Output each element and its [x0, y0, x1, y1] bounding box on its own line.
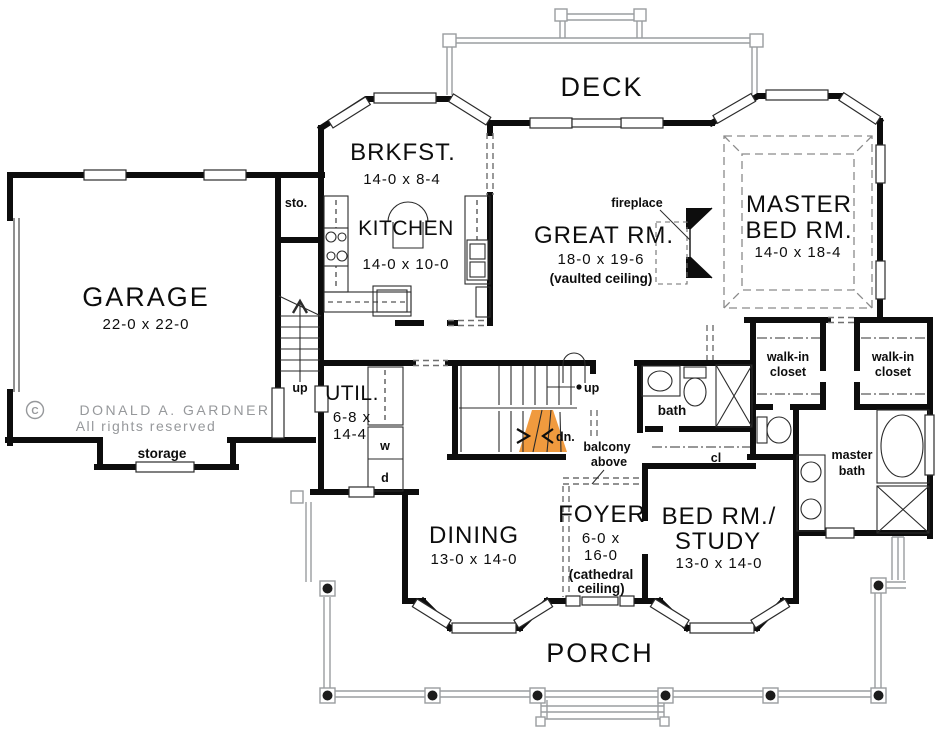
label-deck: DECK: [560, 72, 643, 102]
bath-vanity: [641, 365, 681, 397]
util-entry-door: [314, 385, 329, 413]
stove: [323, 227, 349, 267]
dashed-openings: [413, 133, 857, 597]
label-cl: cl: [711, 451, 721, 465]
label-fireplace: fireplace: [611, 196, 662, 210]
label-dryer: d: [381, 471, 389, 485]
label-bath: bath: [658, 403, 687, 418]
deck-railing: [442, 8, 764, 95]
kitchen-arch: [387, 201, 429, 249]
copyright-watermark: C DONALD A. GARDNER All rights reserved: [25, 400, 270, 434]
label-wic1-1: walk-in: [766, 350, 809, 364]
copyright-name: DONALD A. GARDNER: [79, 402, 270, 418]
toilet-tank: [683, 366, 707, 379]
fireplace: [655, 207, 713, 285]
label-balcony-2: above: [591, 455, 627, 469]
porch-railing: [290, 490, 906, 727]
label-master-2: BED RM.: [745, 217, 852, 244]
dims-util-2: 14-4: [333, 426, 367, 443]
dims-bedstudy: 13-0 x 14-0: [676, 555, 763, 572]
label-bedstudy-2: STUDY: [675, 528, 761, 555]
toilet-bowl: [683, 377, 707, 407]
label-dn: dn.: [556, 430, 575, 444]
note-foyer-2: ceiling): [577, 581, 624, 596]
wall-oven: [466, 239, 489, 281]
tub-platform: [876, 409, 930, 484]
dims-foyer-1: 6-0 x: [582, 530, 620, 547]
utility-fixtures: [367, 366, 404, 492]
label-porch: PORCH: [546, 638, 654, 668]
copyright-rights: All rights reserved: [76, 418, 217, 434]
note-foyer-1: (cathedral: [569, 567, 634, 582]
label-master-1: MASTER: [746, 191, 852, 218]
dims-util-1: 6-8 x: [333, 409, 371, 426]
label-brkfst: BRKFST.: [350, 139, 456, 166]
label-foyer: FOYER: [558, 501, 646, 528]
label-mbath-1: master: [832, 448, 873, 462]
label-wic2-2: closet: [875, 365, 912, 379]
wc-toilet-bowl: [766, 416, 792, 444]
label-util: UTIL.: [325, 382, 379, 405]
main-stairs: [459, 352, 586, 453]
tub: [880, 414, 924, 478]
dims-garage: 22-0 x 22-0: [103, 316, 190, 333]
label-storage: storage: [138, 446, 187, 461]
kitchen-fixtures: [323, 195, 491, 318]
garage-door: [13, 218, 20, 392]
garage-stairs: [278, 295, 322, 382]
label-up-main: up: [584, 381, 600, 395]
label-wic1-2: closet: [770, 365, 807, 379]
dims-master: 14-0 x 18-4: [755, 244, 842, 261]
label-dining: DINING: [429, 522, 519, 549]
label-garage: GARAGE: [82, 282, 210, 312]
label-sto: sto.: [285, 196, 307, 210]
dims-kitchen: 14-0 x 10-0: [363, 256, 450, 273]
kitchen-island-sink: [372, 285, 412, 317]
mb-vanity: [796, 454, 826, 532]
label-mbath-2: bath: [839, 464, 865, 478]
mb-shower: [876, 485, 930, 534]
util-porch-door: [348, 486, 375, 498]
label-wic2-1: walk-in: [871, 350, 914, 364]
label-kitchen: KITCHEN: [358, 217, 454, 240]
master-bath-fixtures: [756, 409, 930, 534]
bath-fixtures: [641, 364, 753, 428]
label-great-rm: GREAT RM.: [534, 222, 674, 249]
balcony-pointer: [591, 469, 605, 485]
master-tray-ceiling: [723, 135, 873, 309]
note-great-rm: (vaulted ceiling): [550, 271, 653, 286]
porch-posts: [319, 577, 887, 704]
label-balcony-1: balcony: [583, 440, 630, 454]
dims-great-rm: 18-0 x 19-6: [558, 251, 645, 268]
stair-highlight: [519, 410, 567, 452]
closet-shelves: [652, 337, 926, 448]
label-up-garage: up: [292, 381, 308, 395]
garage-entry-door: [271, 387, 285, 439]
copyright-symbol: C: [31, 406, 38, 417]
label-bedstudy-1: BED RM./: [662, 503, 777, 530]
dims-dining: 13-0 x 14-0: [431, 551, 518, 568]
shower: [715, 364, 753, 428]
dims-brkfst: 14-0 x 8-4: [363, 171, 441, 188]
dims-foyer-2: 16-0: [584, 547, 618, 564]
wc-toilet-tank: [756, 416, 768, 444]
windows: [83, 89, 935, 634]
label-washer: w: [379, 439, 390, 453]
